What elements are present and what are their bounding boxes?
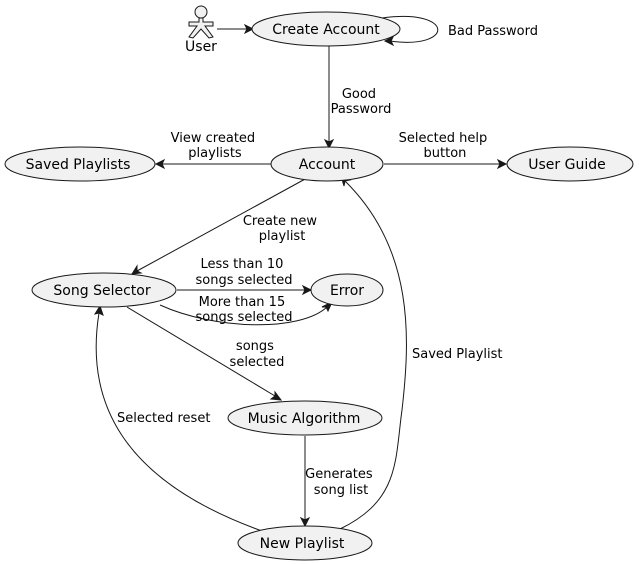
edge-good-password: Good Password <box>323 46 392 150</box>
edge-view-created-playlists: View created playlists <box>154 131 272 170</box>
user-actor: User <box>185 5 217 55</box>
usecase-song-selector-label: Song Selector <box>53 283 150 299</box>
edge-songs-selected: songs selected <box>126 306 285 401</box>
actor-stick-figure-icon <box>188 5 214 39</box>
edge-label-view-created-playlists: View created playlists <box>171 131 260 161</box>
edge-selected-help-button: Selected help button <box>384 131 508 170</box>
edge-create-new-playlist: Create new playlist <box>131 177 321 275</box>
usecase-music-algorithm-label: Music Algorithm <box>248 411 361 427</box>
usecase-user-guide: User Guide <box>506 146 634 182</box>
edge-label-generates-song-list: Generates song list <box>305 467 377 498</box>
usecase-error-label: Error <box>330 283 364 299</box>
edge-saved-playlist: Saved Playlist <box>339 175 503 530</box>
usecase-music-algorithm: Music Algorithm <box>227 400 383 436</box>
edge-label-selected-reset: Selected reset <box>117 411 210 426</box>
edge-label-selected-help-button: Selected help button <box>399 131 492 161</box>
usecase-account-label: Account <box>299 157 356 173</box>
edge-more-than-15: More than 15 songs selected <box>159 295 334 326</box>
usecase-account: Account <box>270 146 384 182</box>
usecase-song-selector: Song Selector <box>31 272 177 308</box>
edge-label-less-than-10: Less than 10 songs selected <box>196 257 293 288</box>
usecase-saved-playlists-label: Saved Playlists <box>26 157 131 173</box>
edge-generates-song-list: Generates song list <box>299 436 377 528</box>
usecase-new-playlist: New Playlist <box>237 525 373 561</box>
edge-label-bad-password: Bad Password <box>448 24 538 39</box>
usecase-new-playlist-label: New Playlist <box>260 536 345 552</box>
edge-label-songs-selected: songs selected <box>230 339 285 370</box>
edge-label-create-new-playlist: Create new playlist <box>243 214 321 244</box>
edge-user-to-create-account <box>217 23 255 35</box>
edge-less-than-10: Less than 10 songs selected <box>177 257 313 296</box>
usecase-create-account-label: Create Account <box>272 22 380 38</box>
usecase-create-account: Create Account <box>251 11 401 47</box>
usecase-user-guide-label: User Guide <box>528 157 605 173</box>
edge-selected-reset: Selected reset <box>93 304 263 532</box>
actor-label: User <box>185 39 217 55</box>
edge-bad-password: Bad Password <box>381 16 538 47</box>
usecase-error: Error <box>310 273 384 307</box>
edge-label-saved-playlist: Saved Playlist <box>412 347 503 362</box>
edge-label-good-password: Good Password <box>331 87 392 117</box>
usecase-saved-playlists: Saved Playlists <box>4 146 156 182</box>
edge-label-more-than-15: More than 15 songs selected <box>196 295 293 325</box>
